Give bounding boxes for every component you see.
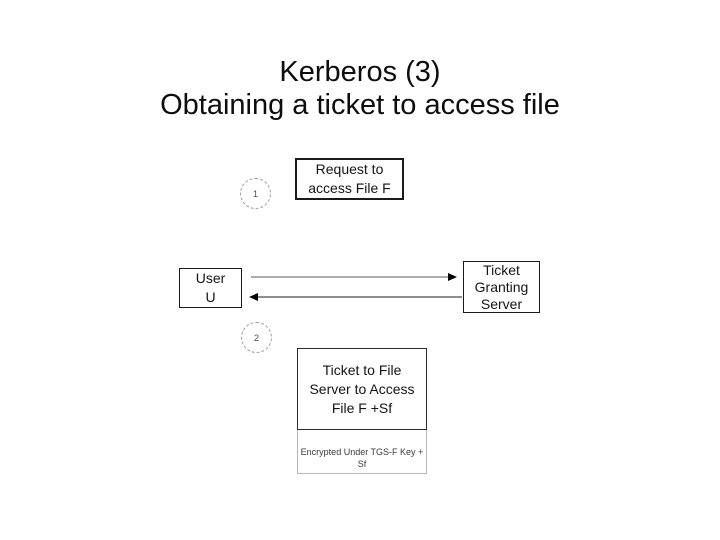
slide-title-line1: Kerberos (3) xyxy=(279,56,441,88)
slide-title-line2: Obtaining a ticket to access file xyxy=(160,89,560,121)
ticket-granting-server-label: Ticket Granting Server xyxy=(474,261,529,312)
ticket-to-file-server-label: Ticket to File Server to Access File F +… xyxy=(309,361,415,416)
step-1-marker: 1 xyxy=(240,178,271,209)
arrow-tgs-to-user-line xyxy=(257,296,462,298)
arrow-user-to-tgs-line xyxy=(251,276,449,278)
arrow-right-icon xyxy=(448,272,457,281)
arrow-left-icon xyxy=(249,292,258,301)
encryption-note-box: Encrypted Under TGS-F Key + Sf xyxy=(297,430,427,474)
user-box: User U xyxy=(179,268,242,308)
step-2-label: 2 xyxy=(253,332,259,343)
encryption-note-label: Encrypted Under TGS-F Key + Sf xyxy=(300,447,424,469)
request-box: Request to access File F xyxy=(295,158,404,200)
ticket-granting-server-box: Ticket Granting Server xyxy=(463,261,540,313)
request-box-label: Request to access File F xyxy=(308,161,391,196)
user-box-label: User U xyxy=(195,270,226,305)
ticket-to-file-server-box: Ticket to File Server to Access File F +… xyxy=(297,348,427,430)
step-2-marker: 2 xyxy=(241,322,272,353)
step-1-label: 1 xyxy=(252,188,258,199)
slide-title: Kerberos (3) Obtaining a ticket to acces… xyxy=(0,56,720,122)
